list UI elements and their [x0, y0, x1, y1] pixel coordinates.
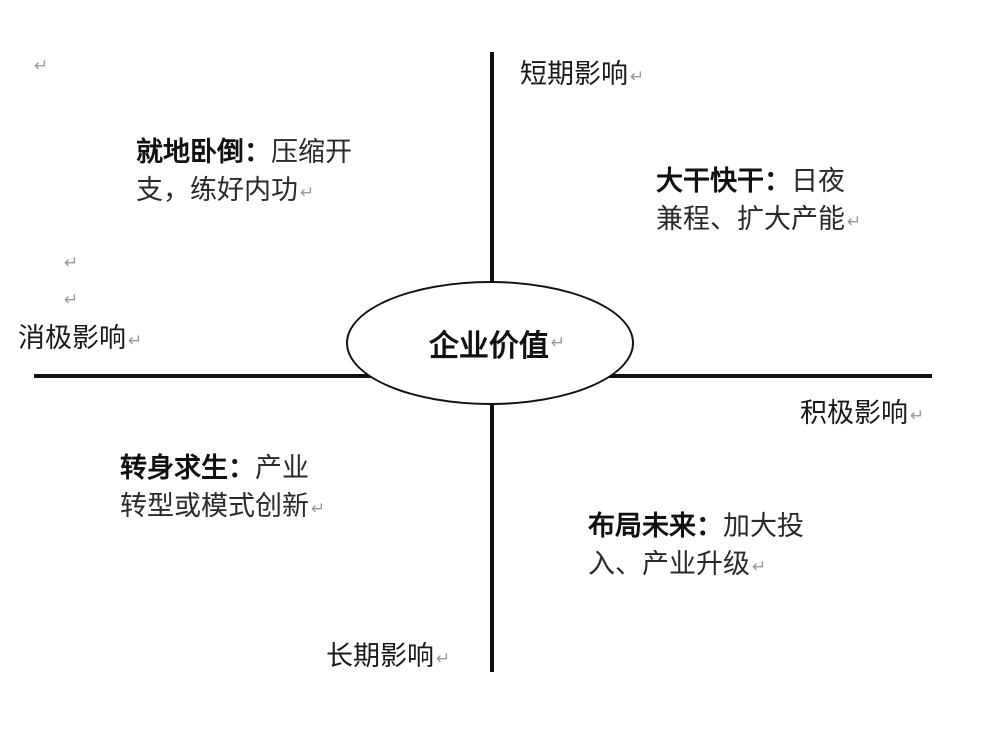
axis-label-top-text: 短期影响 [520, 59, 628, 90]
quadrant-text: 日夜 [791, 166, 845, 197]
paragraph-mark: ↵ [550, 333, 566, 353]
paragraph-mark: ↵ [630, 67, 645, 87]
axis-label-top: 短期影响↵ [520, 58, 644, 94]
quadrant-text: 转型或模式创新 [120, 491, 309, 522]
quadrant-lead: 就地卧倒： [136, 137, 271, 168]
axis-label-left: 消极影响↵ [18, 322, 142, 358]
paragraph-mark: ↵ [300, 183, 315, 203]
quadrant-bottom-left: 转身求生：产业 转型或模式创新↵ [120, 450, 325, 528]
paragraph-mark: ↵ [311, 499, 326, 519]
paragraph-mark: ↵ [64, 290, 79, 310]
paragraph-mark: ↵ [910, 406, 925, 426]
quadrant-text: 入、产业升级 [588, 549, 750, 580]
quadrant-lead: 转身求生： [120, 453, 255, 484]
quadrant-text: 兼程、扩大产能 [656, 204, 845, 235]
quadrant-text: 压缩开 [271, 137, 352, 168]
quadrant-bottom-right: 布局未来：加大投 入、产业升级↵ [588, 508, 804, 586]
center-label: 企业价值 [428, 329, 549, 364]
paragraph-mark: ↵ [436, 649, 451, 669]
quadrant-text: 加大投 [723, 511, 804, 542]
quadrant-text: 支，练好内功 [136, 175, 298, 206]
axis-label-bottom: 长期影响↵ [326, 640, 450, 676]
quadrant-text: 产业 [255, 453, 309, 484]
axis-label-right: 积极影响↵ [800, 397, 924, 433]
paragraph-mark: ↵ [847, 212, 862, 232]
paragraph-mark: ↵ [128, 331, 143, 351]
center-ellipse: 企业价值↵ [346, 281, 634, 405]
paragraph-mark: ↵ [64, 253, 79, 273]
quadrant-lead: 大干快干： [656, 166, 791, 197]
paragraph-mark: ↵ [34, 56, 49, 76]
axis-label-left-text: 消极影响 [18, 323, 126, 354]
quadrant-top-left: 就地卧倒：压缩开 支，练好内功↵ [136, 134, 352, 212]
quadrant-lead: 布局未来： [588, 511, 723, 542]
paragraph-mark: ↵ [752, 557, 767, 577]
axis-label-right-text: 积极影响 [800, 398, 908, 429]
quadrant-top-right: 大干快干：日夜 兼程、扩大产能↵ [656, 163, 861, 241]
axis-label-bottom-text: 长期影响 [326, 641, 434, 672]
